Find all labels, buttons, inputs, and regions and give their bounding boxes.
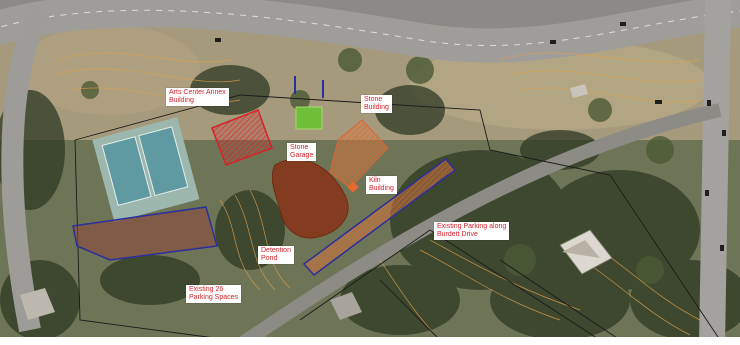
- label-existing-26-parking: Existing 26 Parking Spaces: [186, 285, 242, 303]
- right-road: [699, 0, 731, 345]
- burdett-drive: [236, 103, 722, 345]
- label-detention-pond: Detention Pond: [258, 246, 294, 264]
- burdett-parking-strip: [302, 157, 457, 277]
- label-stone-building: Stone Building: [361, 95, 392, 113]
- kiln-building: [347, 181, 359, 193]
- houses: [20, 84, 613, 320]
- left-road: [1, 5, 50, 333]
- tennis-courts: [92, 117, 200, 222]
- label-kiln-building: Kiln Building: [366, 176, 397, 194]
- detention-pond: [271, 158, 349, 239]
- stone-building: [329, 119, 389, 189]
- label-stone-garage: Stone Garage: [287, 143, 317, 161]
- label-arts-center-annex: Arts Center Annex Building: [166, 88, 229, 106]
- label-existing-parking-burdett: Existing Parking along Burdett Drive: [434, 222, 510, 240]
- arts-center-annex-building: [211, 109, 273, 166]
- existing-26-parking-area: [72, 206, 218, 261]
